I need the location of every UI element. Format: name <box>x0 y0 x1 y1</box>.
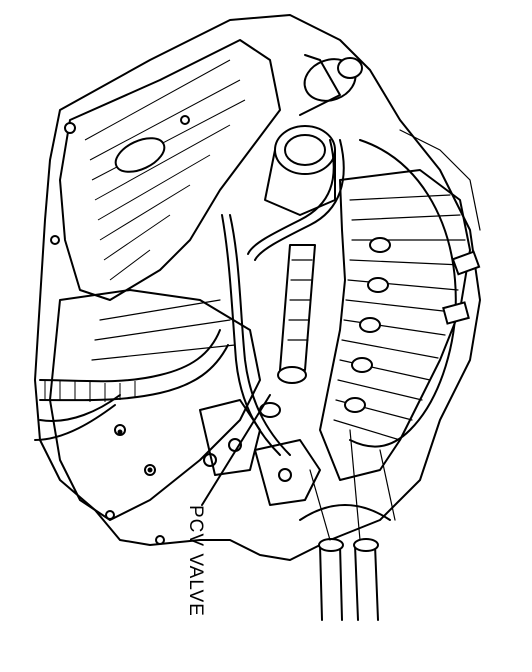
right-harness <box>349 129 481 448</box>
throttle-body <box>264 54 363 216</box>
pcv-valve-label: PCV VALVE <box>185 505 206 617</box>
valve-cover <box>50 39 281 301</box>
callout-leader-line <box>201 394 271 506</box>
intake-manifold <box>319 169 471 481</box>
fuel-lines <box>299 429 396 621</box>
pcv-valve <box>259 244 316 418</box>
lower-brackets <box>117 399 321 506</box>
wiring-harness <box>34 139 345 456</box>
engine-block-outline <box>34 14 481 561</box>
lower-head <box>49 289 261 545</box>
